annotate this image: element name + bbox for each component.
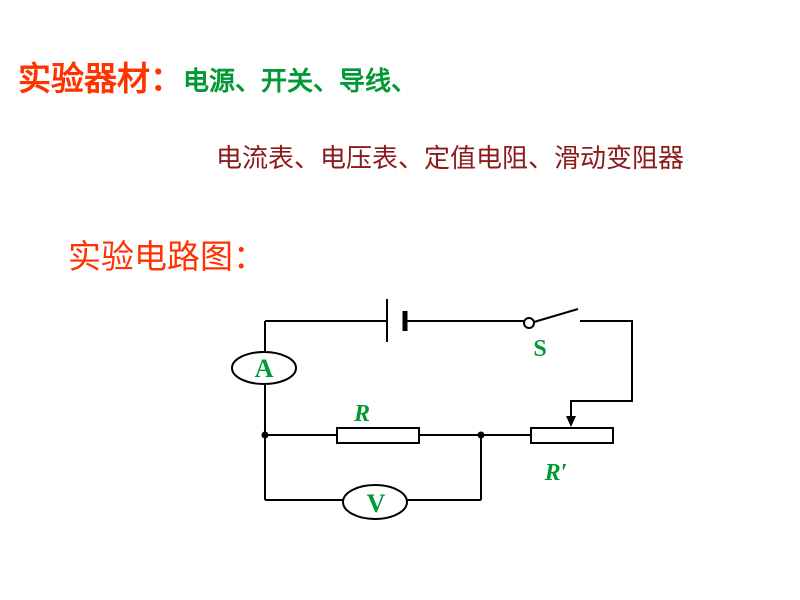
switch-blade xyxy=(533,308,579,323)
rheostat xyxy=(530,427,614,444)
switch-label: S xyxy=(533,336,546,362)
voltmeter-label: V xyxy=(367,489,386,518)
voltmeter xyxy=(342,484,408,520)
equipment-line-1: 实验器材：电源、开关、导线、 xyxy=(18,52,417,100)
slider-arrow xyxy=(566,416,576,427)
equipment-heading: 实验器材： xyxy=(18,59,183,98)
resistor-label: R xyxy=(353,401,370,427)
junction-right xyxy=(477,431,485,439)
rheostat-label: R′ xyxy=(544,460,568,486)
wire-right xyxy=(570,320,633,419)
circuit-heading: 实验电路图： xyxy=(68,237,266,276)
equipment-items-line-2: 电流表、电压表、定值电阻、滑动变阻器 xyxy=(216,144,685,174)
ammeter-label: A xyxy=(255,354,274,383)
ammeter xyxy=(231,351,297,385)
resistor-r xyxy=(336,427,420,444)
junction-left xyxy=(261,431,269,439)
equipment-items-line-1: 电源、开关、导线、 xyxy=(183,67,418,97)
switch-pivot xyxy=(523,317,535,329)
